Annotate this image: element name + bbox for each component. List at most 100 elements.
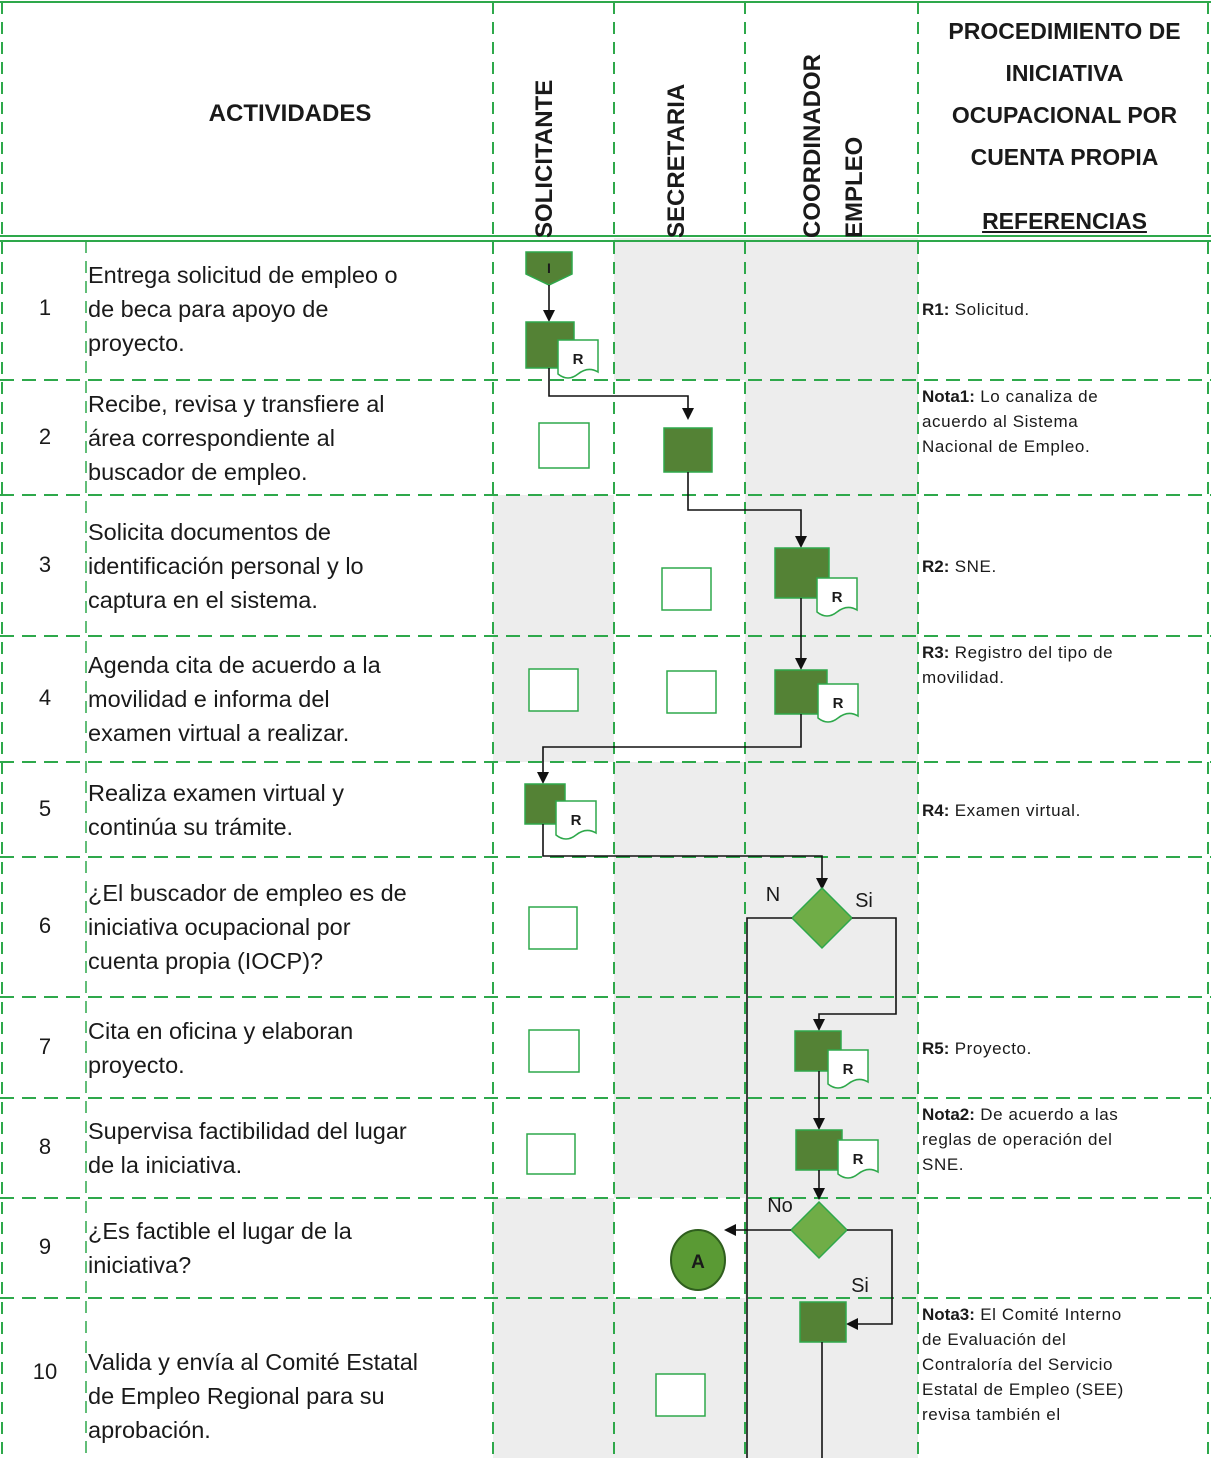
lane-header-solicitante: SOLICITANTE (531, 79, 558, 238)
activity-text: Realiza examen virtual y (88, 779, 344, 806)
row-number: 6 (38, 913, 52, 938)
decision-diamond (790, 886, 854, 950)
activity-text: de Empleo Regional para su (88, 1383, 385, 1409)
document-icon (555, 800, 597, 840)
reference-key: Nota1: (922, 387, 975, 406)
reference-text: reglas de operación del (922, 1127, 1207, 1152)
reference-value: De acuerdo a las (974, 1105, 1119, 1124)
lane-shade (745, 238, 918, 380)
document-label: R (843, 1061, 854, 1078)
arrow-head (813, 1188, 825, 1200)
reference-key: Nota2: (922, 1105, 975, 1124)
activity-text: Supervisa factibilidad del lugar (88, 1118, 407, 1144)
reference-text: R5: Proyecto. (922, 1036, 1207, 1061)
lane-shade (614, 1098, 745, 1198)
document-label: R (833, 695, 844, 712)
reference-value: Registro del tipo de (949, 643, 1114, 662)
document-label: R (571, 812, 582, 829)
row-number: 4 (38, 685, 52, 710)
activity-text: Recibe, revisa y transfiere al (88, 390, 385, 417)
decision-diamond (789, 1200, 849, 1260)
reference-text: acuerdo al Sistema (922, 409, 1207, 434)
lane-header-secretaria: SECRETARIA (663, 83, 690, 238)
reference-text: R3: Registro del tipo de (922, 640, 1207, 665)
reference-text: Nota1: Lo canaliza de (922, 384, 1207, 409)
row-number: 1 (38, 295, 52, 320)
activity-text: área correspondiente al (88, 424, 335, 451)
decision-yes-label: Si (851, 1275, 869, 1297)
activity-text: proyecto. (88, 1051, 185, 1078)
activities-header: ACTIVIDADES (208, 100, 372, 127)
reference-text: movilidad. (922, 665, 1207, 690)
reference-text: R4: Examen virtual. (922, 798, 1207, 823)
row-number: 2 (38, 423, 52, 449)
flow-line (847, 1229, 893, 1325)
activity-text: identificación personal y lo (88, 552, 364, 579)
activity-text: iniciativa ocupacional por (88, 914, 351, 940)
activity-text: de la iniciativa. (88, 1152, 243, 1178)
document-icon (816, 577, 858, 617)
reference-key: R4: (922, 800, 950, 820)
procedure-title-line: OCUPACIONAL POR (951, 102, 1178, 128)
lane-shade (614, 997, 745, 1098)
row-number: 8 (38, 1134, 52, 1159)
empty-lane-box (655, 1373, 706, 1417)
task-box (663, 427, 713, 473)
start-label: I (547, 260, 551, 276)
arrow-head (724, 1224, 736, 1236)
arrow-head (795, 536, 807, 548)
reference-value: Nacional de Empleo. (922, 437, 1091, 456)
empty-lane-box (526, 1133, 576, 1175)
row-number: 3 (38, 551, 52, 577)
reference-key: R3: (922, 643, 950, 662)
arrow-head (682, 408, 694, 420)
reference-text: de Evaluación del (922, 1327, 1207, 1352)
task-box (799, 1301, 847, 1343)
reference-key: R5: (922, 1038, 950, 1058)
procedure-title-line: CUENTA PROPIA (970, 144, 1159, 170)
start-shape (525, 251, 573, 286)
reference-value: SNE. (949, 556, 997, 576)
empty-lane-box (528, 1029, 580, 1073)
activity-text: ¿Es factible el lugar de la (88, 1218, 352, 1244)
reference-value: de Evaluación del (922, 1330, 1067, 1349)
document-icon (837, 1139, 879, 1179)
activity-text: ¿El buscador de empleo es de (88, 880, 407, 906)
lane-shade (493, 1198, 614, 1298)
flow-line (687, 472, 802, 545)
reference-text: Nota2: De acuerdo a las (922, 1102, 1207, 1127)
activity-text: Cita en oficina y elaboran (88, 1017, 354, 1044)
empty-lane-box (528, 668, 579, 712)
reference-value: SNE. (922, 1155, 965, 1174)
reference-value: Examen virtual. (949, 800, 1081, 820)
activity-text: Agenda cita de acuerdo a la (88, 652, 381, 678)
procedure-title: PROCEDIMIENTO DE INICIATIVA OCUPACIONAL … (918, 10, 1211, 178)
document-label: R (853, 1151, 864, 1168)
arrow-head (795, 658, 807, 670)
arrow-head (816, 878, 828, 890)
lane-shade (493, 495, 614, 636)
reference-key: R2: (922, 556, 950, 576)
lane-shade (745, 380, 918, 495)
reference-text: R2: SNE. (922, 554, 1207, 579)
lane-shade (493, 1298, 614, 1458)
activity-text: captura en el sistema. (88, 586, 318, 613)
lane-shade (745, 762, 918, 857)
reference-key: Nota3: (922, 1305, 975, 1324)
empty-lane-box (661, 567, 712, 611)
reference-text: revisa también el (922, 1402, 1207, 1427)
activity-text: continúa su trámite. (88, 813, 294, 840)
document-icon (827, 1049, 869, 1089)
flow-line (548, 368, 689, 418)
flow-line (542, 714, 802, 782)
empty-lane-box (666, 670, 717, 714)
lane-header-coordinador: COORDINADOR (799, 54, 826, 238)
flow-line (542, 824, 823, 888)
reference-value: Contraloría del Servicio (922, 1355, 1114, 1374)
document-label: R (573, 351, 584, 368)
document-icon (817, 683, 859, 723)
reference-text: Estatal de Empleo (SEE) (922, 1377, 1207, 1402)
empty-lane-box (538, 422, 590, 469)
